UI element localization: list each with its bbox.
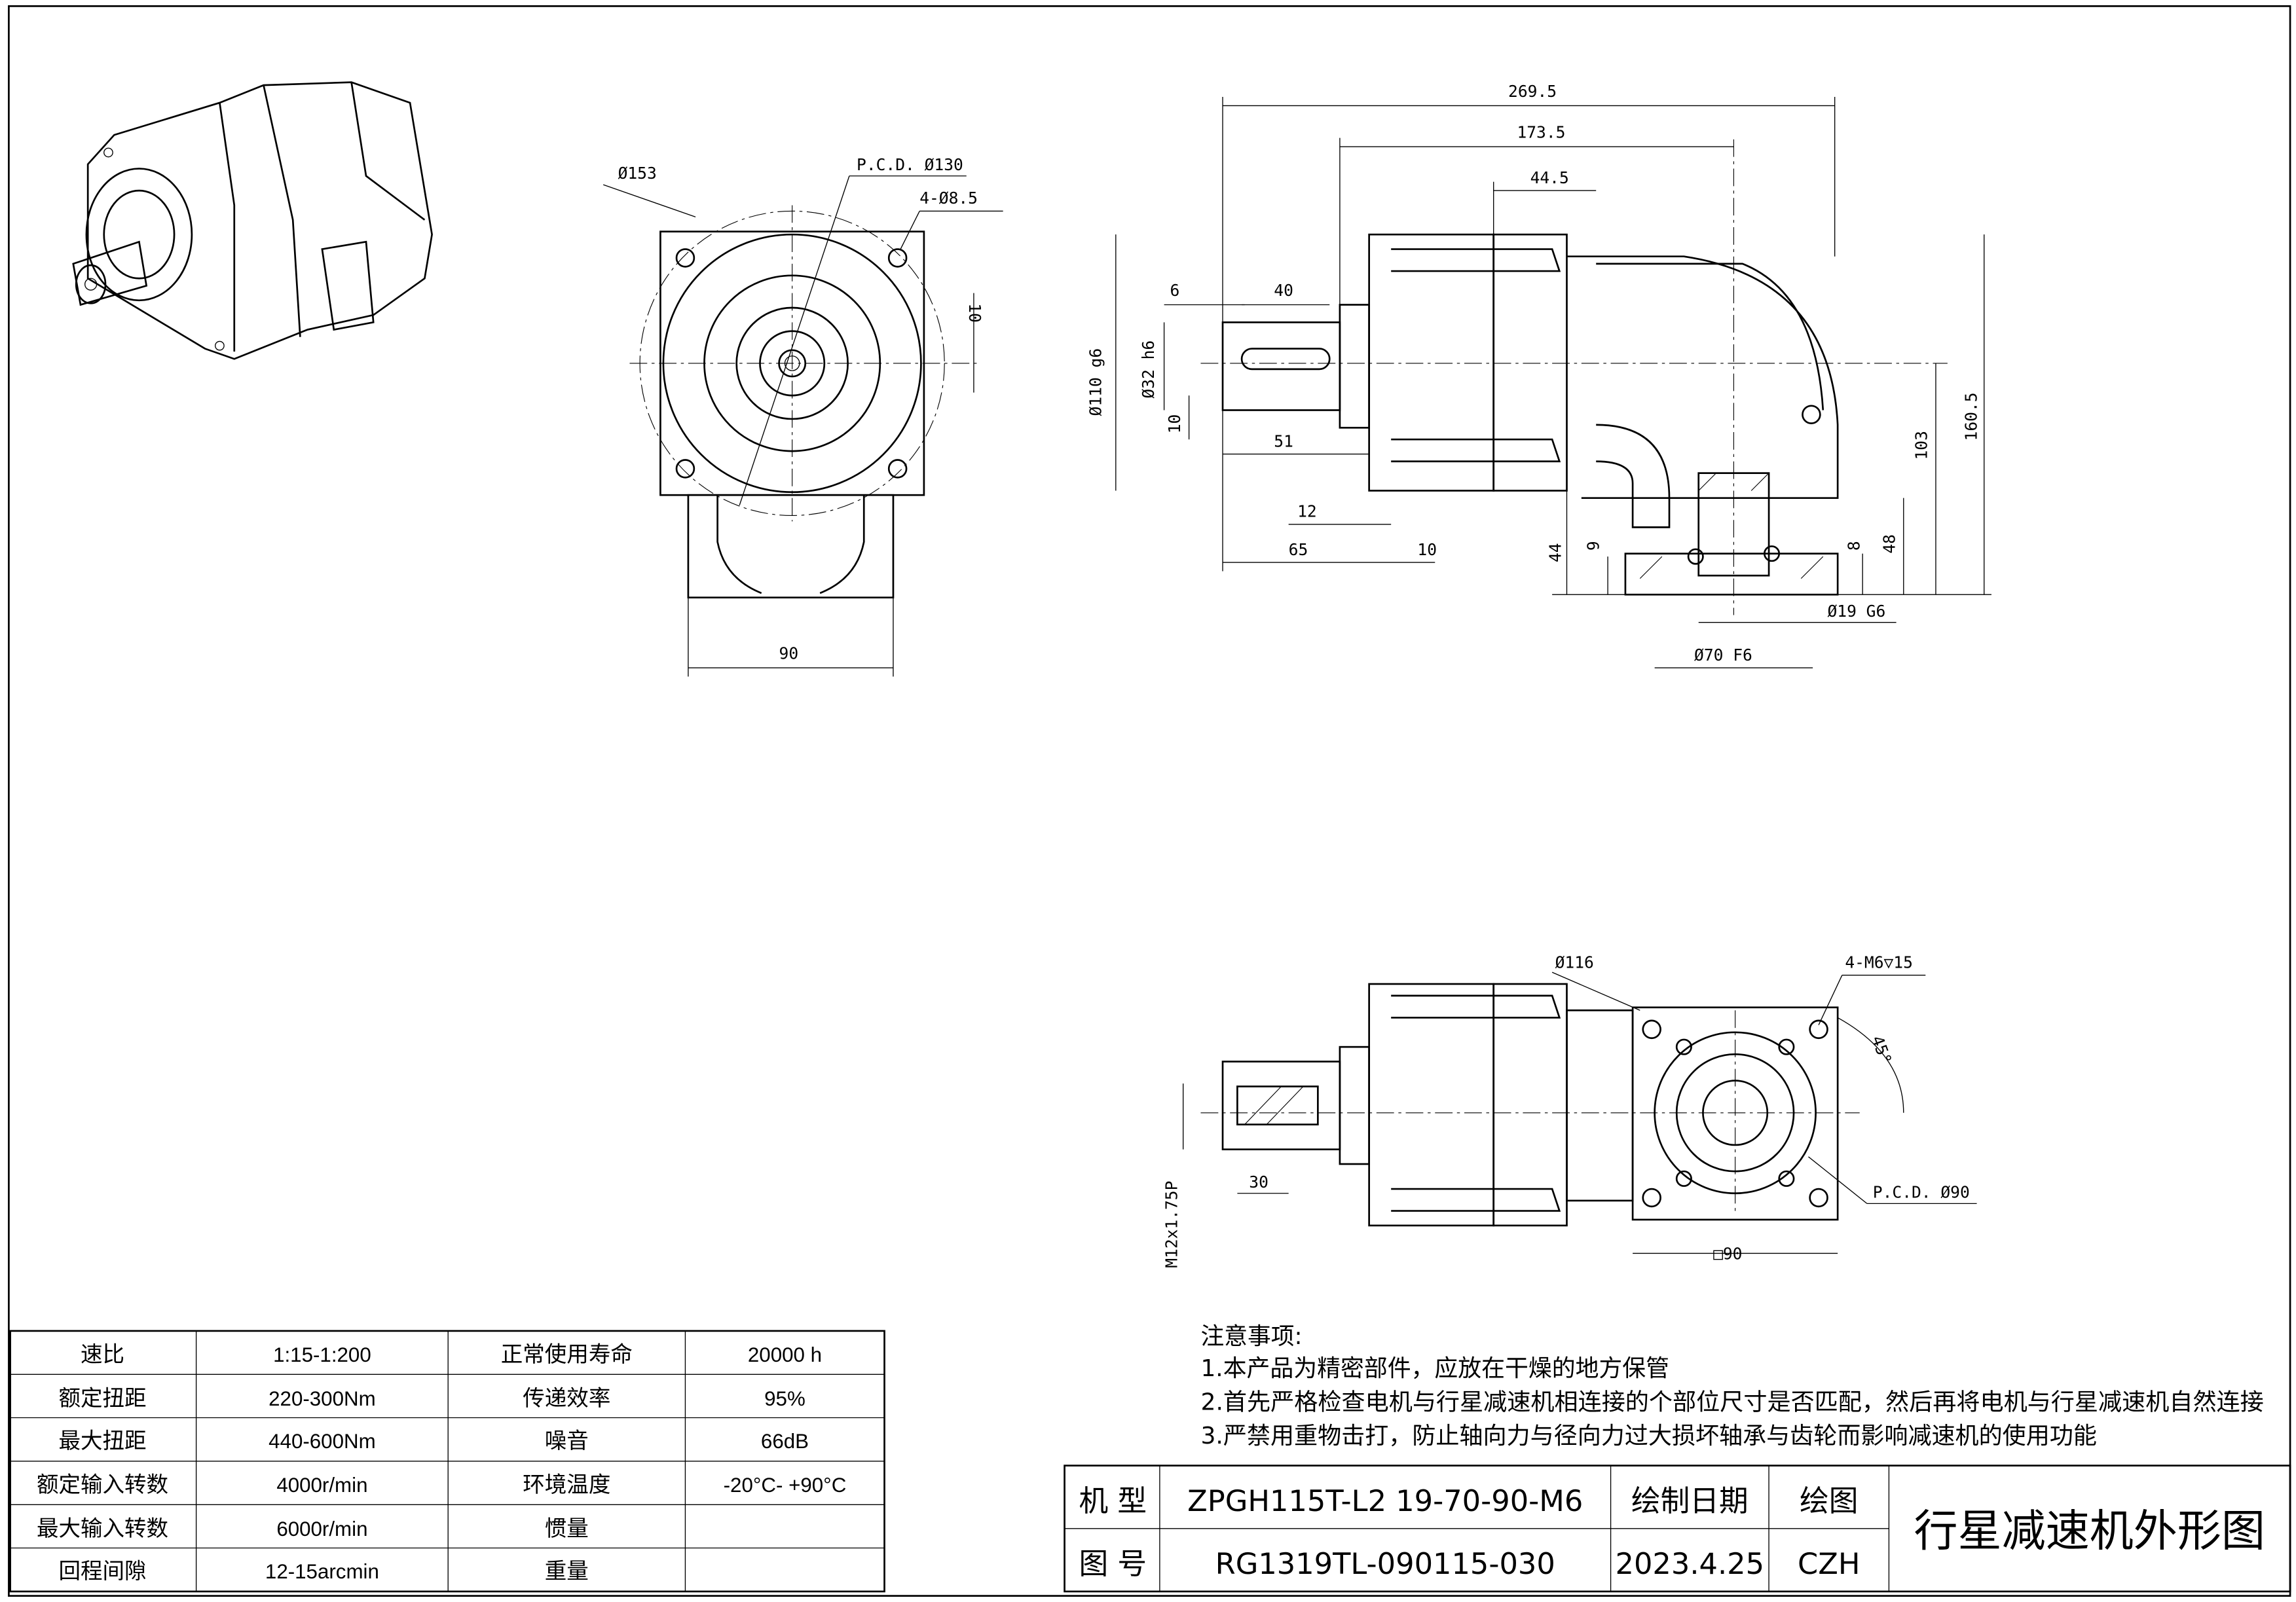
spec-value: 440-600Nm [268, 1430, 376, 1453]
dim-side-9: 9 [1584, 541, 1603, 551]
spec-value: 66dB [761, 1430, 809, 1453]
dim-bottom-angle: 45° [1868, 1033, 1895, 1067]
spec-row: 额定扭距 220-300Nm 传递效率 95% [58, 1385, 805, 1411]
note-item: 1.本产品为精密部件，应放在干燥的地方保管 [1200, 1355, 1669, 1382]
date-value: 2023.4.25 [1616, 1546, 1765, 1581]
spec-row: 速比 1:15-1:200 正常使用寿命 20000 h [81, 1341, 822, 1367]
dim-side-103: 103 [1912, 431, 1931, 460]
drawer-value: CZH [1798, 1546, 1860, 1581]
dim-side-6: 6 [1170, 281, 1180, 300]
dim-side-10b: 10 [1417, 540, 1437, 559]
spec-row: 回程间隙 12-15arcmin 重量 [58, 1558, 588, 1584]
spec-key: 额定输入转数 [37, 1472, 168, 1497]
title-block: 机 型 ZPGH115T-L2 19-70-90-M6 绘制日期 绘图 图 号 … [1064, 1465, 2291, 1593]
spec-key: 惯量 [545, 1516, 589, 1541]
dim-side-160: 160.5 [1962, 392, 1981, 441]
spec-key: 重量 [545, 1558, 589, 1584]
drawing-no-label: 图 号 [1079, 1546, 1147, 1581]
dim-front-pcd: P.C.D. Ø130 [857, 155, 963, 174]
dim-front-holes: 4-Ø8.5 [919, 189, 978, 208]
specs-table: 速比 1:15-1:200 正常使用寿命 20000 h 额定扭距 220-30… [9, 1330, 885, 1593]
drawing-no-value: RG1319TL-090115-030 [1215, 1546, 1555, 1581]
notes-title: 注意事项: [1200, 1323, 1302, 1350]
dim-side-173: 173.5 [1517, 123, 1565, 142]
dim-side-51: 51 [1274, 431, 1293, 450]
dim-side-44: 44 [1546, 543, 1565, 562]
isometric-view [72, 81, 433, 360]
spec-value: 4000r/min [276, 1474, 367, 1497]
dim-side-d70: Ø70 F6 [1694, 646, 1752, 664]
spec-value: 220-300Nm [268, 1387, 376, 1410]
model-value: ZPGH115T-L2 19-70-90-M6 [1187, 1484, 1583, 1518]
dim-side-40: 40 [1274, 281, 1293, 300]
dim-side-269: 269.5 [1508, 82, 1557, 101]
dim-side-48: 48 [1879, 534, 1898, 554]
drawer-label: 绘图 [1800, 1484, 1858, 1518]
spec-key: 环境温度 [523, 1472, 610, 1497]
dim-front-width: 90 [779, 644, 799, 663]
model-label: 机 型 [1079, 1484, 1147, 1518]
spec-value: 6000r/min [276, 1518, 367, 1540]
spec-value: 1:15-1:200 [273, 1343, 371, 1366]
spec-key: 噪音 [545, 1428, 589, 1453]
spec-row: 最大输入转数 6000r/min 惯量 [37, 1516, 589, 1541]
dim-front-d153: Ø153 [618, 164, 657, 183]
spec-key: 速比 [81, 1341, 124, 1367]
drawing-title: 行星减速机外形图 [1914, 1506, 2265, 1557]
dim-front-key: 10 [965, 303, 984, 323]
dim-side-d110: Ø110 g6 [1086, 348, 1105, 416]
spec-key: 额定扭距 [58, 1385, 146, 1411]
spec-row: 最大扭距 440-600Nm 噪音 66dB [58, 1428, 809, 1453]
spec-key: 正常使用寿命 [501, 1341, 633, 1367]
spec-row: 额定输入转数 4000r/min 环境温度 -20°C- +90°C [37, 1472, 846, 1497]
dim-bottom-30: 30 [1249, 1173, 1268, 1192]
dim-bottom-thread: M12x1.75P [1162, 1181, 1181, 1268]
spec-value: -20°C- +90°C [724, 1474, 847, 1497]
dim-bottom-m6: 4-M6▽15 [1845, 953, 1913, 972]
dim-side-44-5: 44.5 [1530, 168, 1569, 187]
sheet-border [8, 5, 2291, 1597]
spec-value: 95% [764, 1387, 805, 1410]
front-view: 90 Ø153 P.C.D. Ø130 4-Ø8.5 10 [602, 155, 1003, 677]
dim-side-d19: Ø19 G6 [1827, 602, 1885, 621]
notes: 注意事项: 1.本产品为精密部件，应放在干燥的地方保管 2.首先严格检查电机与行… [1200, 1323, 2263, 1449]
dim-side-12: 12 [1297, 502, 1317, 521]
spec-value: 20000 h [748, 1343, 822, 1366]
date-label: 绘制日期 [1631, 1484, 1749, 1518]
dim-side-10a: 10 [1165, 414, 1184, 434]
dim-bottom-sq90: □90 [1713, 1244, 1742, 1263]
spec-value: 12-15arcmin [265, 1560, 379, 1583]
spec-key: 最大扭距 [58, 1428, 146, 1453]
spec-key: 传递效率 [523, 1385, 610, 1411]
dim-side-65: 65 [1289, 540, 1308, 559]
note-item: 2.首先严格检查电机与行星减速机相连接的个部位尺寸是否匹配，然后再将电机与行星减… [1200, 1389, 2263, 1416]
spec-key: 最大输入转数 [37, 1516, 168, 1541]
dim-side-d32: Ø32 h6 [1139, 340, 1158, 399]
side-view: 269.5 173.5 44.5 6 40 Ø110 g6 Ø32 h6 10 … [1086, 82, 1991, 668]
dim-bottom-d116: Ø116 [1555, 953, 1594, 972]
bottom-view: 45° Ø116 4-M6▽15 P.C.D. Ø90 □90 M12x1.75… [1162, 953, 1977, 1268]
dim-side-8: 8 [1845, 541, 1864, 551]
spec-key: 回程间隙 [58, 1558, 146, 1584]
dim-bottom-pcd90: P.C.D. Ø90 [1873, 1182, 1970, 1201]
note-item: 3.严禁用重物击打，防止轴向力与径向力过大损坏轴承与齿轮而影响减速机的使用功能 [1200, 1423, 2096, 1449]
